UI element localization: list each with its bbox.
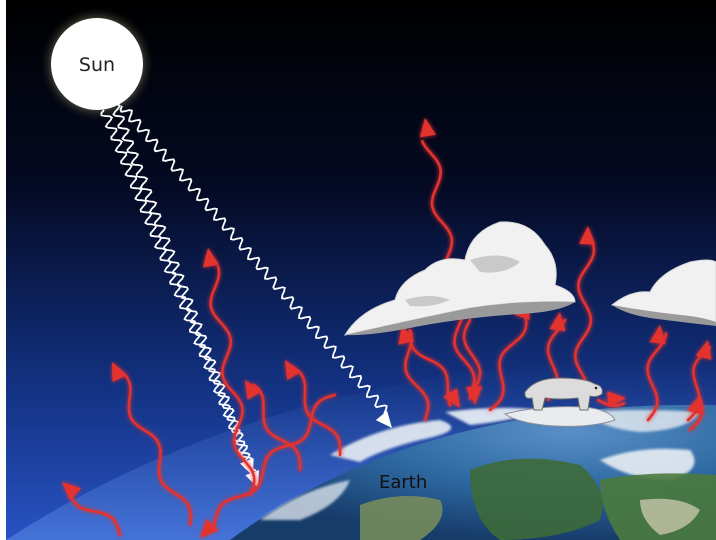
sunlight-arrow-head	[240, 458, 254, 476]
infrared-arrow	[212, 393, 337, 531]
infrared-arrow-head	[549, 312, 566, 332]
cloud-icon	[343, 221, 576, 336]
infrared-arrow	[646, 332, 668, 422]
infrared-arrow-head	[112, 362, 128, 382]
infrared-arrow	[408, 328, 452, 407]
infrared-arrow	[209, 265, 256, 497]
sunlight-arrow	[108, 97, 257, 472]
infrared-arrow-head	[443, 388, 460, 408]
infrared-arrow	[404, 329, 430, 422]
earth-label: Earth	[379, 472, 427, 493]
sunlight-arrow	[100, 109, 251, 462]
sunlight-arrow	[119, 105, 388, 414]
infrared-arrow	[290, 365, 342, 457]
infrared-arrow	[488, 307, 528, 412]
infrared-arrow	[462, 318, 482, 400]
infrared-arrow	[688, 396, 704, 432]
infrared-arrow-head	[607, 391, 626, 408]
infrared-arrow	[252, 383, 302, 472]
infrared-arrow-head	[62, 482, 81, 501]
cloud-icon	[611, 259, 716, 326]
earth-icon	[230, 404, 716, 540]
infrared-arrow-head	[649, 325, 666, 345]
infrared-arrow	[121, 371, 193, 527]
sunlight-arrow-head	[375, 410, 392, 428]
polar-bear-icon	[503, 377, 616, 427]
infrared-arrow-head	[687, 395, 703, 415]
infrared-arrow-head	[419, 118, 436, 138]
infrared-arrow-head	[579, 226, 596, 245]
sun-label: Sun	[79, 54, 115, 76]
infrared-arrow-head	[285, 360, 302, 380]
infrared-arrow-head	[203, 248, 220, 268]
infrared-arrow-head	[200, 519, 219, 538]
sunlight-rays	[100, 97, 392, 488]
infrared-arrow-head	[245, 380, 262, 400]
sun-icon	[39, 6, 155, 122]
infrared-arrow	[66, 483, 122, 537]
sunlight-arrow-head	[245, 470, 260, 488]
infrared-arrow-head	[695, 340, 712, 360]
infrared-arrow-head	[465, 386, 483, 405]
